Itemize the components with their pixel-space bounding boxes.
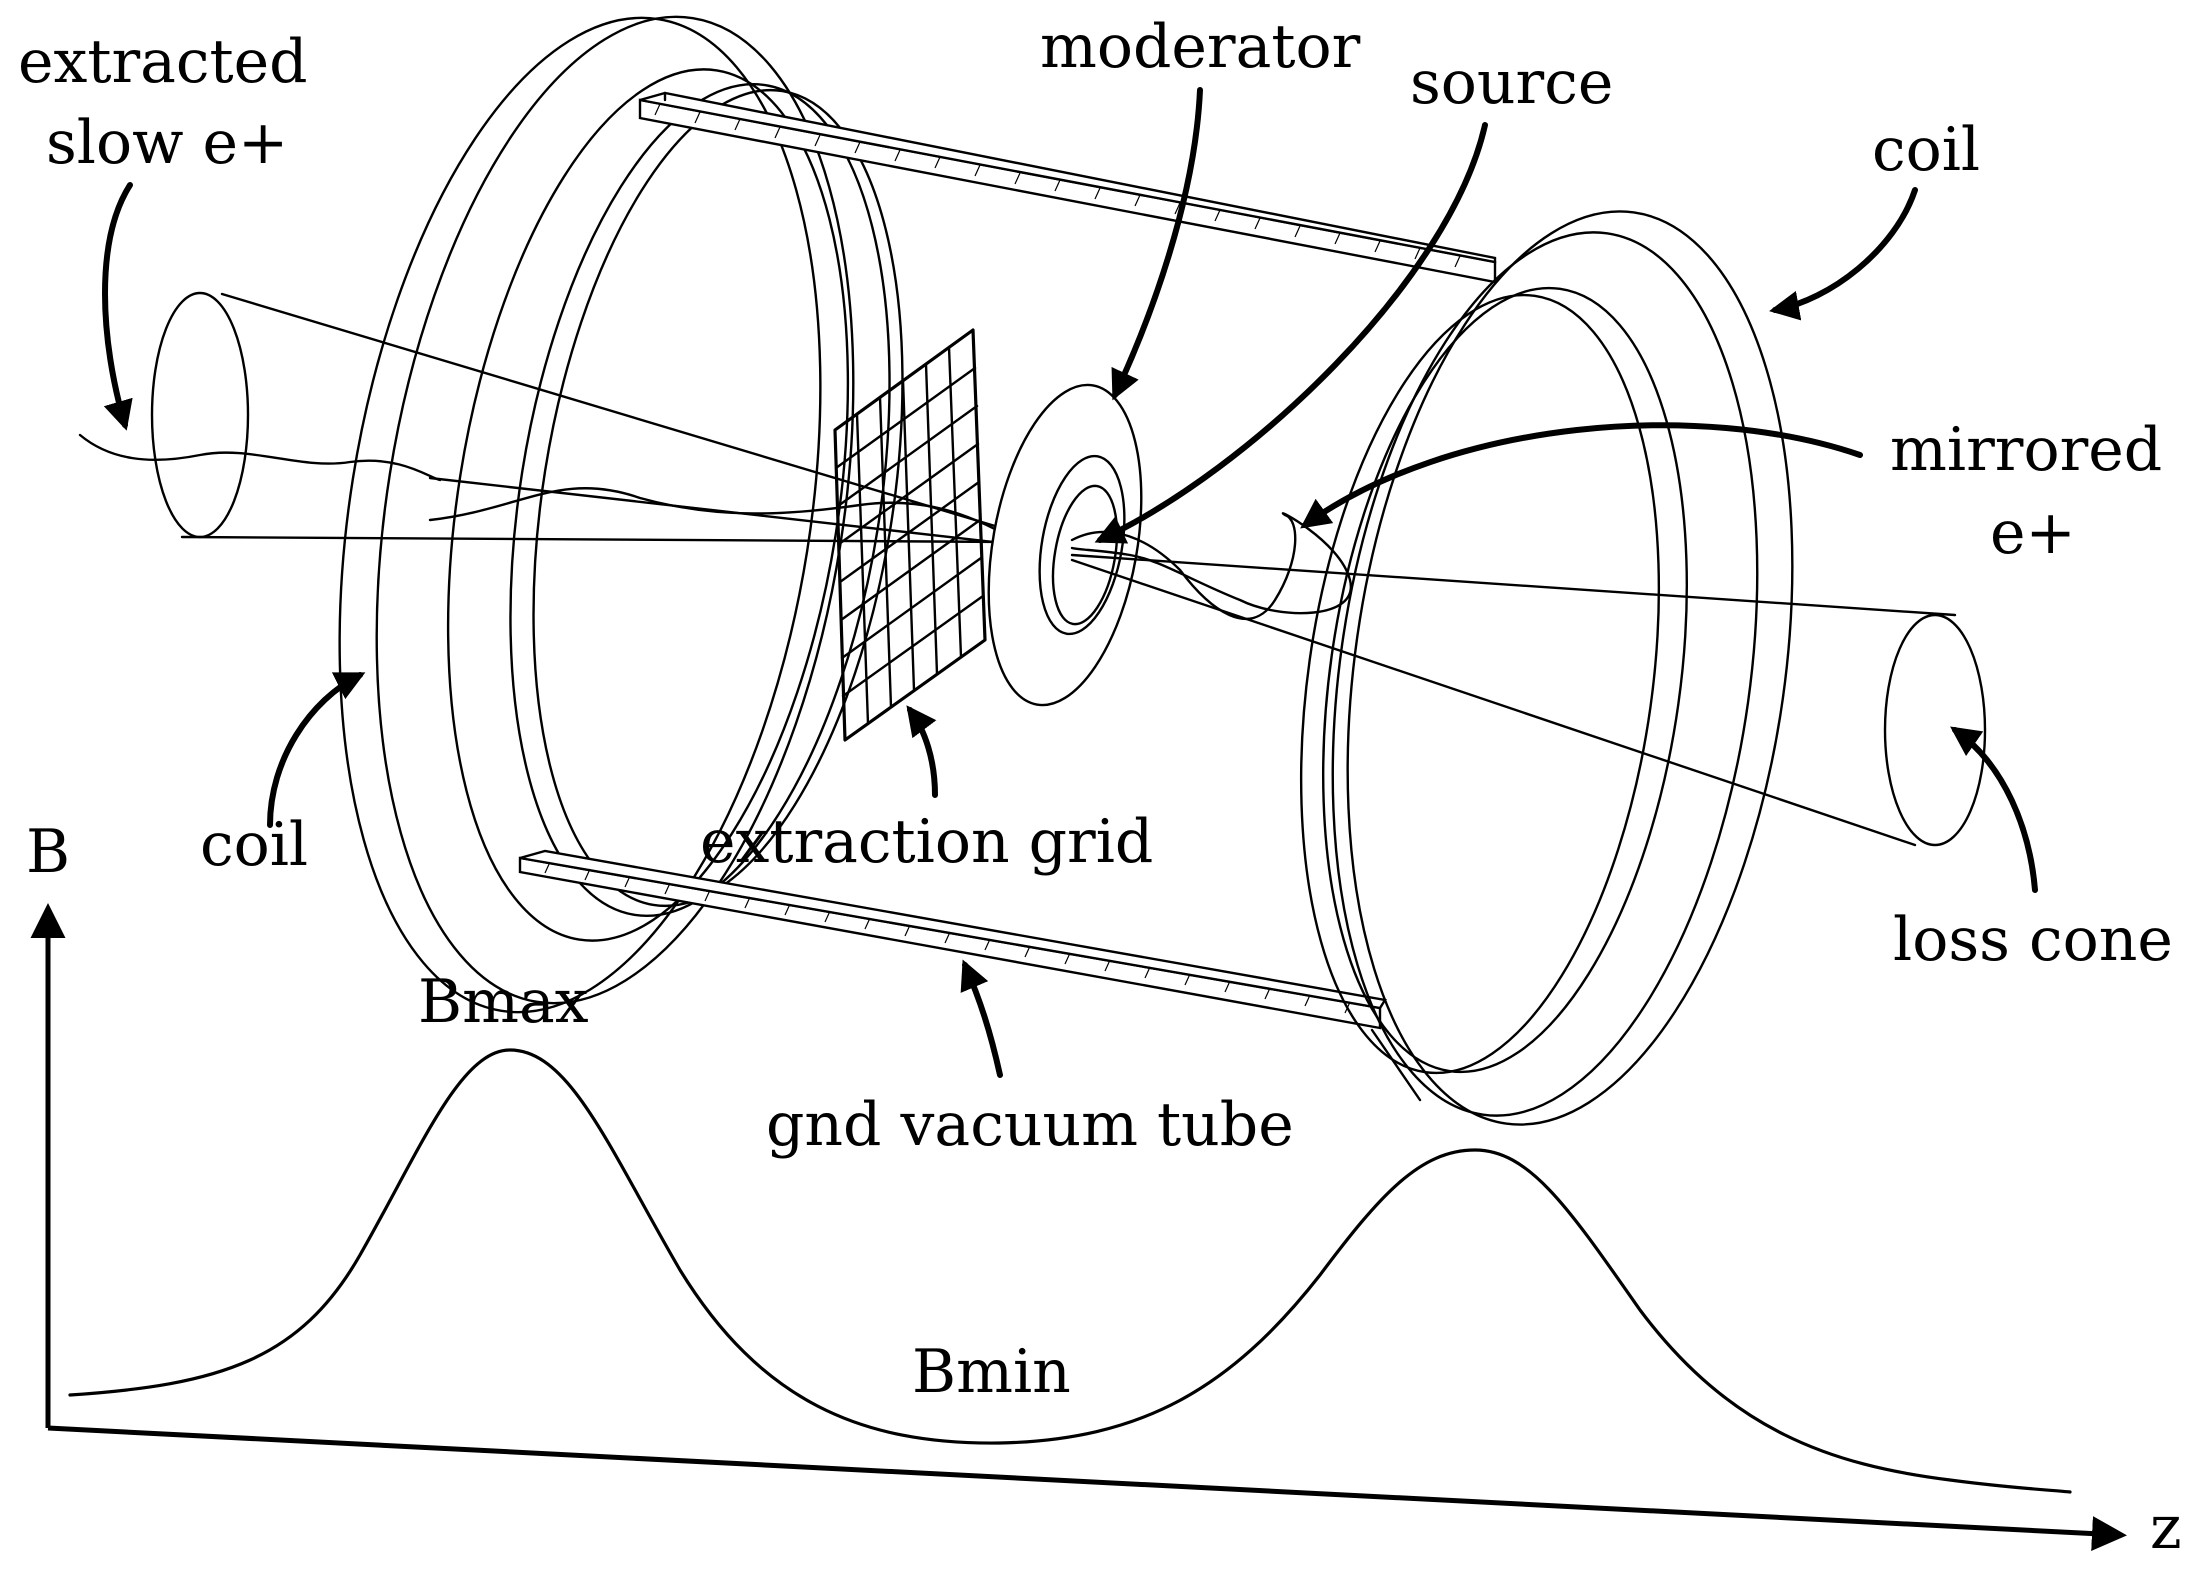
vacuum-tube-bottom [518, 849, 1387, 1030]
label-coil-left: coil [200, 810, 308, 880]
label-axis-b: B [26, 817, 70, 887]
moderator-disk [987, 383, 1143, 707]
arrow-moderator [1111, 87, 1203, 401]
label-loss-cone: loss cone [1893, 905, 2173, 975]
label-mirrored-e: e+ [1990, 498, 2076, 568]
label-extraction-grid: extraction grid [700, 807, 1153, 877]
arrow-mirrored [1300, 422, 1863, 529]
label-bmax: Bmax [418, 967, 589, 1037]
label-mirrored: mirrored [1890, 415, 2162, 485]
z-axis [47, 1425, 2127, 1552]
label-bmin: Bmin [912, 1337, 1071, 1407]
extracted-trajectory [78, 433, 442, 482]
extracted-beam [150, 291, 1017, 544]
right-coil [1299, 210, 1794, 1126]
label-axis-z: z [2150, 1493, 2182, 1563]
arrow-extracted [102, 182, 133, 431]
label-coil-right: coil [1872, 115, 1980, 185]
pointer-arrows [102, 87, 2038, 1078]
extraction-grid [833, 328, 987, 742]
label-extracted: extracted [18, 27, 308, 97]
arrow-vacuum-tube [960, 959, 1003, 1078]
label-moderator: moderator [1040, 12, 1361, 82]
loss-cone [1070, 553, 1987, 847]
vacuum-tube-top [638, 91, 1497, 284]
mirrored-trajectory [1070, 512, 1352, 620]
field-curve [68, 1048, 2072, 1494]
label-slow-e: slow e+ [46, 108, 288, 178]
arrow-coil-right [1769, 187, 1918, 321]
arrow-coil-left [267, 672, 366, 828]
field-profile-plot [30, 903, 2127, 1552]
arrow-loss-cone [1950, 726, 2038, 893]
label-gnd-vacuum-tube: gnd vacuum tube [766, 1090, 1294, 1160]
label-source: source [1410, 48, 1613, 118]
arrow-source [1094, 122, 1488, 544]
arrow-extraction-grid [906, 705, 938, 798]
labels: extracted slow e+ moderator source coil … [18, 12, 2182, 1563]
